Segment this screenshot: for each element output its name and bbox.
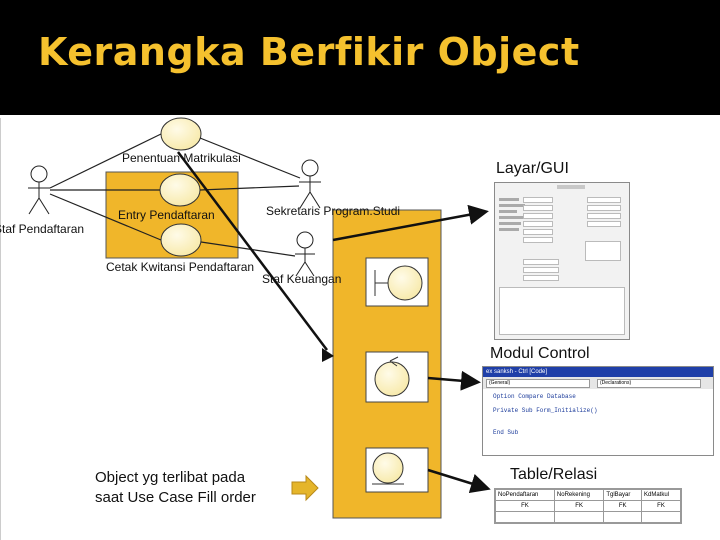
- relation-key-cell: FK: [495, 500, 555, 512]
- actor-staf-pendaftaran-label: Staf Pendaftaran: [0, 222, 85, 236]
- title-bar: [0, 0, 720, 115]
- usecase-entry-ellipse: [159, 173, 201, 207]
- code-line-2: Private Sub Form_Initialize(): [493, 407, 598, 414]
- relation-key-cell: FK: [553, 500, 605, 512]
- usecase-penentuan-label: Penentuan Matrikulasi: [122, 151, 241, 165]
- actor-staf-keuangan-label: Staf Keuangan: [262, 272, 342, 286]
- actor-sekretaris-label: Sekretaris Program.Studi: [266, 204, 401, 218]
- relation-col-header: NoPendaftaran: [495, 489, 555, 501]
- code-line-1: Option Compare Database: [493, 393, 576, 400]
- boundary-object-icon: [387, 265, 423, 301]
- actor-staf-pendaftaran-figure: [28, 165, 50, 215]
- usecase-cetak-label: Cetak Kwitansi Pendaftaran: [106, 260, 255, 274]
- note-arrow: [291, 474, 319, 502]
- note-line-2: saat Use Case Fill order: [95, 489, 256, 506]
- code-window-declarations-dropdown[interactable]: (Declarations): [597, 379, 701, 388]
- layar-gui-label: Layar/GUI: [496, 160, 569, 177]
- usecase-penentuan-ellipse: [160, 117, 202, 151]
- association-lines: [49, 133, 301, 257]
- mapping-arrows: [177, 151, 491, 494]
- relation-col-header: NoRekening: [553, 489, 605, 501]
- slide-title: Kerangka Berfikir Object: [38, 30, 580, 74]
- relation-table: NoPendaftaran NoRekening TglBayar KdMatk…: [494, 488, 682, 524]
- code-window-general-dropdown[interactable]: (General): [486, 379, 590, 388]
- usecase-cetak-ellipse: [160, 223, 202, 257]
- actor-sekretaris-figure: [299, 159, 321, 209]
- modul-control-label: Modul Control: [490, 345, 590, 362]
- table-relasi-label: Table/Relasi: [510, 466, 598, 483]
- code-window: ex sanksh - Ctrl [Code] (General) (Decla…: [482, 366, 714, 456]
- code-line-3: End Sub: [493, 429, 519, 436]
- control-object-icon: [374, 361, 410, 397]
- note-line-1: Object yg terlibat pada: [95, 469, 246, 486]
- gui-form-window: [494, 182, 630, 340]
- relation-key-cell: FK: [640, 500, 682, 512]
- entity-object-icon: [372, 452, 404, 484]
- relation-key-cell: FK: [603, 500, 642, 512]
- actor-staf-keuangan-figure: [295, 231, 315, 277]
- relation-table-grid: NoPendaftaran NoRekening TglBayar KdMatk…: [495, 489, 682, 523]
- usecase-entry-label: Entry Pendaftaran: [118, 208, 215, 222]
- relation-col-header: TglBayar: [603, 489, 642, 501]
- relation-col-header: KdMatkul: [640, 489, 682, 501]
- code-window-titlebar: ex sanksh - Ctrl [Code]: [483, 367, 713, 377]
